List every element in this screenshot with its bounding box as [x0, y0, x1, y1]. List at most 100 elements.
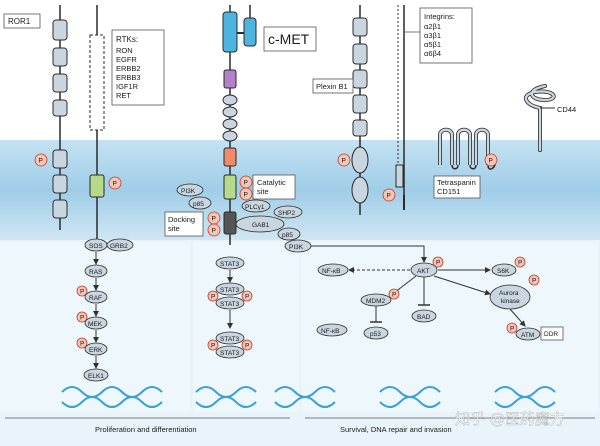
catalytic-site-label: Catalytic	[257, 178, 286, 187]
phospho-label: P	[532, 278, 536, 285]
dna-icon	[61, 396, 163, 408]
adaptor-proteins: PI3K p85 PLCγ1 SHP2 GAB1 p85 PI3K	[176, 183, 312, 253]
grb2-node	[106, 238, 134, 252]
p85-node	[188, 196, 212, 210]
shp2-label: SHP2	[278, 210, 295, 217]
nfkb-label: NF-κB	[321, 328, 339, 335]
tetraspanin-label: Tetraspanin	[437, 178, 476, 187]
phospho-label: P	[39, 158, 43, 165]
dna-strands	[61, 386, 556, 408]
rtk-item: RON	[116, 46, 133, 55]
rtk-list-header: RTKs:	[116, 35, 138, 44]
phospho-icon	[514, 256, 526, 268]
stat3-label: STAT3	[220, 336, 240, 343]
phospho-icon	[506, 322, 518, 334]
cmet-label: c-MET	[268, 31, 310, 47]
stat3-node	[215, 282, 245, 296]
pi3k-label: PI3K	[181, 188, 196, 195]
stat3-label: STAT3	[220, 261, 240, 268]
phospho-icon	[241, 290, 253, 302]
raf-label: RAF	[89, 295, 102, 302]
stat3-pathway: STAT3 STAT3 STAT3 STAT3 STAT3 P P P P	[207, 256, 253, 359]
survival-pathway: AKT P NF-κB S6K P Aurora kinase P ATM P …	[311, 245, 564, 341]
phospho-label: P	[212, 228, 216, 235]
phospho-label: P	[212, 216, 216, 223]
nfkb-node	[317, 263, 349, 277]
dna-icon	[379, 396, 441, 408]
ror1-label: ROR1	[8, 17, 31, 26]
dna-icon	[195, 396, 257, 408]
phospho-label: P	[80, 341, 84, 348]
plexin-label: Plexin B1	[316, 82, 348, 91]
phospho-sites: P P P P P P P P P	[34, 153, 498, 237]
gab1-label: GAB1	[252, 222, 270, 229]
mek-node	[84, 316, 108, 330]
erk-node	[84, 342, 108, 356]
panel-stat	[193, 242, 299, 412]
phospho-label: P	[211, 343, 215, 350]
atm-label: ATM	[521, 332, 534, 339]
docking-site-label: Docking	[168, 215, 195, 224]
stat3-label: STAT3	[220, 350, 240, 357]
mdm2-label: MDM2	[366, 298, 386, 305]
phospho-icon	[241, 339, 253, 351]
raf-node	[84, 290, 108, 304]
plcg-node	[241, 199, 271, 213]
phospho-icon	[76, 285, 88, 297]
phospho-icon	[382, 188, 396, 202]
docking-site-label: site	[168, 224, 180, 233]
catalytic-site-box	[252, 174, 296, 200]
integrin-receptor	[395, 5, 405, 210]
phospho-icon	[34, 153, 48, 167]
plexin-label-box	[312, 78, 354, 94]
cd44-label: CD44	[557, 105, 576, 114]
p53-label: p53	[370, 331, 381, 338]
outcome-proliferation: Proliferation and differentiation	[95, 425, 197, 434]
tetraspanin-label: CD151	[437, 187, 460, 196]
stat3-node	[215, 331, 245, 345]
bad-node	[411, 309, 437, 323]
phospho-label: P	[244, 192, 248, 199]
s6k-node	[491, 263, 517, 277]
cd44-receptor	[524, 84, 556, 152]
dna-icon	[274, 396, 336, 408]
phospho-label: P	[387, 193, 391, 200]
erk-label: ERK	[89, 347, 103, 354]
plexin-receptor	[351, 5, 369, 215]
docking-site-box	[164, 211, 204, 237]
aurora-kinase-node	[489, 284, 531, 310]
p85-node	[277, 227, 301, 241]
integrin-item: α5β1	[424, 40, 441, 49]
tetraspanin-receptor	[438, 127, 497, 170]
rtk-list-box	[111, 29, 165, 106]
ror1-receptor	[52, 5, 68, 230]
tetraspanin-label-box	[433, 175, 481, 199]
phospho-label: P	[342, 158, 346, 165]
phospho-label: P	[510, 326, 514, 333]
phospho-icon	[207, 339, 219, 351]
phospho-icon	[239, 187, 253, 201]
p85-label: p85	[193, 201, 204, 208]
elk1-node	[83, 368, 109, 382]
phospho-icon	[76, 311, 88, 323]
dna-icon	[494, 396, 556, 408]
stat3-label: STAT3	[220, 287, 240, 294]
integrin-item: α2β1	[424, 22, 441, 31]
shp2-node	[273, 205, 303, 219]
phospho-icon	[484, 153, 498, 167]
p53-node	[363, 326, 389, 340]
phospho-label: P	[80, 315, 84, 322]
integrin-list-box	[419, 7, 473, 64]
ror1-label-box	[3, 13, 41, 29]
mek-label: MEK	[88, 321, 103, 328]
ras-node	[84, 264, 108, 278]
phospho-icon	[388, 288, 400, 300]
rtk-item: EGFR	[116, 55, 137, 64]
nfkb-node	[316, 323, 348, 337]
phospho-label: P	[80, 289, 84, 296]
phospho-label: P	[211, 294, 215, 301]
phospho-label: P	[244, 180, 248, 187]
rtk-item: RET	[116, 91, 131, 100]
phospho-label: P	[489, 158, 493, 165]
